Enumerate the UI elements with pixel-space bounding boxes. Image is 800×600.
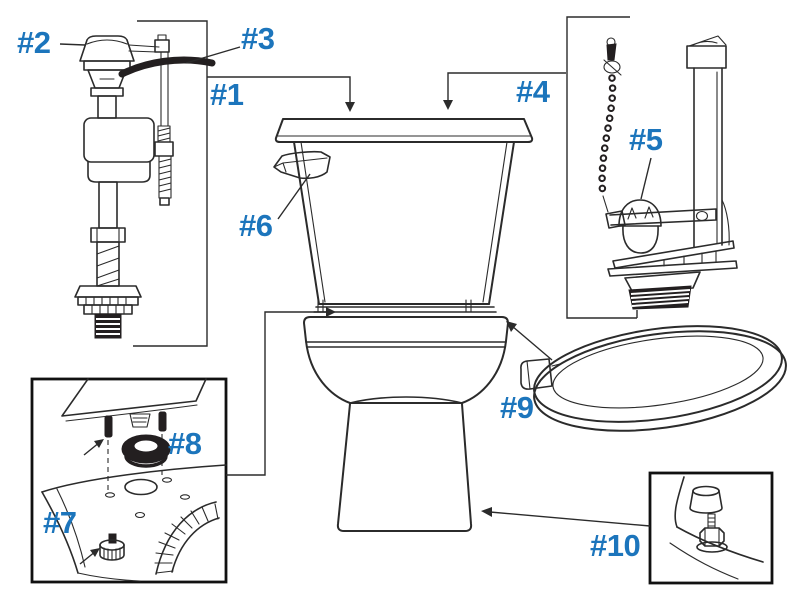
part-label-trip-lever: #6: [239, 208, 273, 243]
refill-tube-illustration: [118, 56, 216, 78]
part-label-refill-tube: #3: [241, 21, 275, 56]
fill-valve-illustration: [74, 20, 208, 347]
leader-lines: [59, 43, 652, 527]
flapper-illustration: [605, 199, 738, 310]
toilet-seat-illustration: [520, 325, 787, 432]
trip-lever-illustration: [273, 150, 331, 180]
toilet-bowl-illustration: [303, 316, 509, 532]
part-label-bolt-caps: #10: [590, 528, 641, 563]
part-label-fill-valve: #2: [17, 25, 51, 60]
part-label-toilet-seat: #9: [500, 390, 534, 425]
bolt-cap-detail-box: [648, 471, 774, 585]
gasket-detail-box: [30, 377, 228, 584]
part-label-tank: #1: [210, 77, 244, 112]
part-label-tank-bolts: #7: [43, 505, 77, 540]
part-label-tank-to-bowl-gasket: #8: [168, 426, 202, 461]
toilet-tank-illustration: [274, 118, 534, 313]
part-label-flush-valve: #4: [516, 74, 550, 109]
flush-valve-illustration: [566, 16, 730, 319]
part-label-flapper: #5: [629, 122, 663, 157]
